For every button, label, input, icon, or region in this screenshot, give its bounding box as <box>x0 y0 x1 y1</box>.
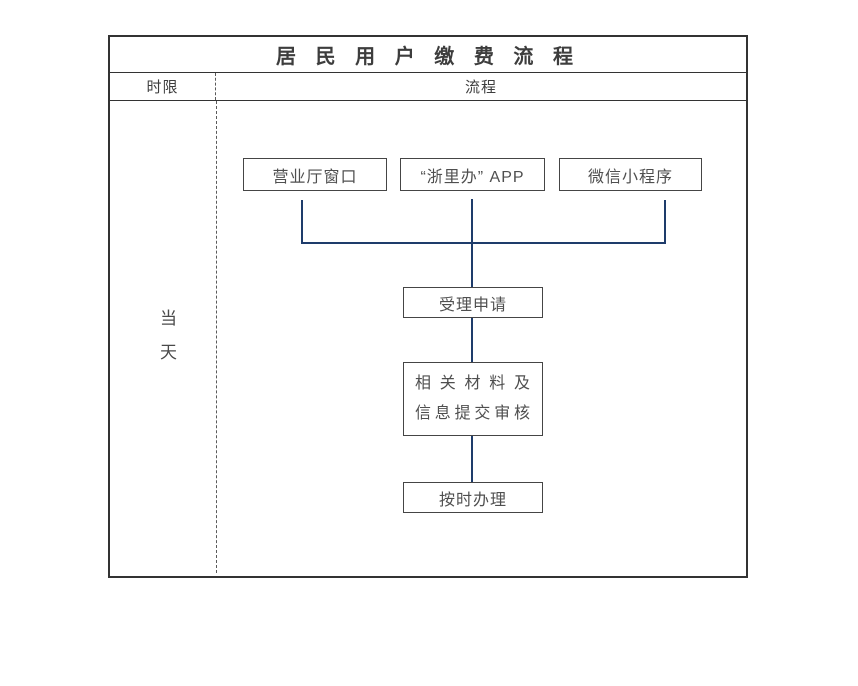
channel-box-label: “浙里办” APP <box>420 168 525 186</box>
channel-box-label: 营业厅窗口 <box>272 168 358 186</box>
header-cell-time-limit: 时限 <box>110 73 216 100</box>
process-header-label: 流程 <box>464 79 497 96</box>
flowchart-body: 当天 营业厅窗口 “浙里办” APP 微信小程序 受理申请 相关材料及 信息提交… <box>110 101 746 573</box>
connector-line-step1-step2 <box>471 318 473 362</box>
step-box-label-line2: 信息提交审核 <box>415 405 531 422</box>
step-box-materials-info-review: 相关材料及 信息提交审核 <box>403 362 543 436</box>
step-box-label: 按时办理 <box>438 491 507 509</box>
time-limit-header-label: 时限 <box>146 79 179 96</box>
step-box-label-line1: 相关材料及 <box>415 375 531 392</box>
connector-line-left-drop <box>301 200 303 244</box>
time-limit-value: 当天 <box>157 309 176 377</box>
channel-box-zheliban-app: “浙里办” APP <box>400 158 545 191</box>
connector-line-step2-step3 <box>471 436 473 482</box>
step-box-on-time-processing: 按时办理 <box>403 482 543 513</box>
header-row: 时限 流程 <box>110 73 746 101</box>
title-row: 居 民 用 户 缴 费 流 程 <box>110 37 746 73</box>
channel-box-label: 微信小程序 <box>587 168 673 186</box>
flowchart-title: 居 民 用 户 缴 费 流 程 <box>276 46 580 68</box>
step-box-label: 受理申请 <box>438 296 507 314</box>
column-divider-dashed-line <box>216 101 217 573</box>
step-box-accept-application: 受理申请 <box>403 287 543 318</box>
flowchart-table: 居 民 用 户 缴 费 流 程 时限 流程 当天 营业厅窗口 “浙里办” APP… <box>108 35 748 578</box>
channel-box-wechat-miniprogram: 微信小程序 <box>559 158 702 191</box>
channel-box-business-hall-window: 营业厅窗口 <box>243 158 387 191</box>
connector-line-right-drop <box>664 200 666 244</box>
header-cell-process: 流程 <box>216 73 746 100</box>
connector-line-horizontal-join <box>301 242 666 244</box>
